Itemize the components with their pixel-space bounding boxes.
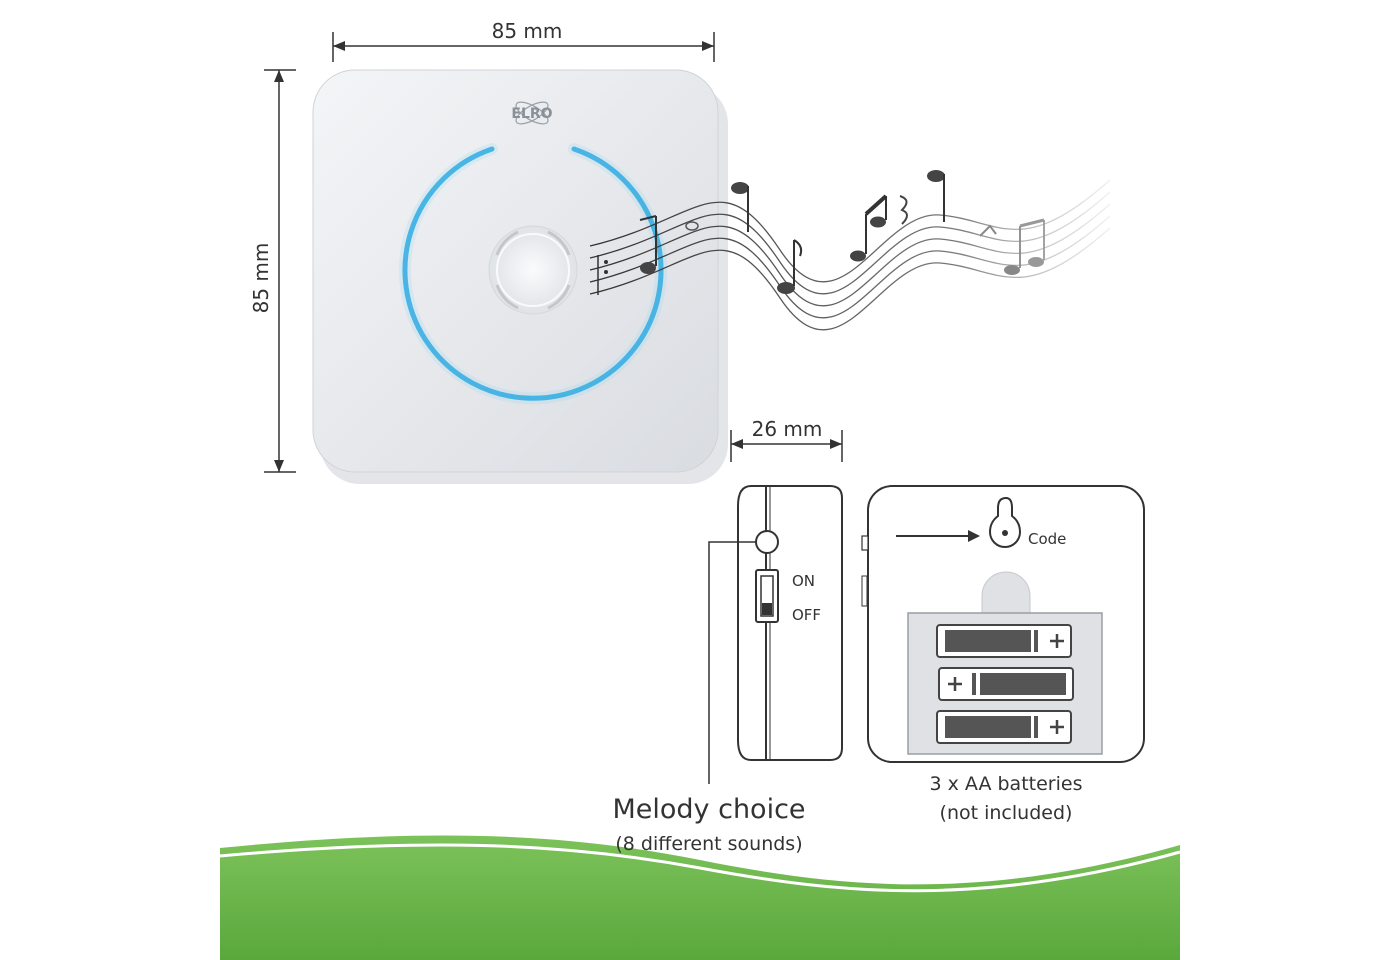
music-notes-icon bbox=[589, 179, 1111, 331]
battery-caption-line1: 3 x AA batteries bbox=[930, 773, 1083, 795]
width-label: 85 mm bbox=[492, 19, 563, 43]
melody-button bbox=[755, 530, 779, 554]
blue-light-ring bbox=[402, 146, 664, 401]
logo-text: ELRO bbox=[511, 106, 552, 122]
elro-logo: ELRO bbox=[511, 101, 553, 125]
green-wave-band bbox=[219, 835, 1181, 960]
depth-dimension: 26 mm bbox=[730, 417, 843, 462]
power-switch bbox=[755, 569, 779, 623]
keyhole-icon bbox=[988, 496, 1022, 548]
battery-caption-line2: (not included) bbox=[940, 802, 1073, 824]
code-label: Code bbox=[1028, 530, 1066, 548]
doorbell-back-view: Code bbox=[861, 485, 1145, 763]
melody-title: Melody choice bbox=[612, 794, 805, 825]
melody-subtitle: (8 different sounds) bbox=[615, 833, 802, 855]
doorbell-side-view: ON OFF bbox=[708, 485, 843, 784]
arrow-right-icon bbox=[896, 530, 980, 542]
battery-icon bbox=[936, 624, 1074, 744]
switch-on-label: ON bbox=[792, 572, 815, 590]
height-label: 85 mm bbox=[249, 243, 273, 314]
height-dimension: 85 mm bbox=[249, 69, 296, 473]
switch-off-label: OFF bbox=[792, 606, 821, 624]
doorbell-front: ELRO bbox=[312, 69, 728, 484]
note-heads bbox=[597, 170, 1045, 295]
width-dimension: 85 mm bbox=[332, 19, 715, 62]
depth-label: 26 mm bbox=[752, 417, 823, 441]
speaker-icon bbox=[488, 225, 578, 315]
